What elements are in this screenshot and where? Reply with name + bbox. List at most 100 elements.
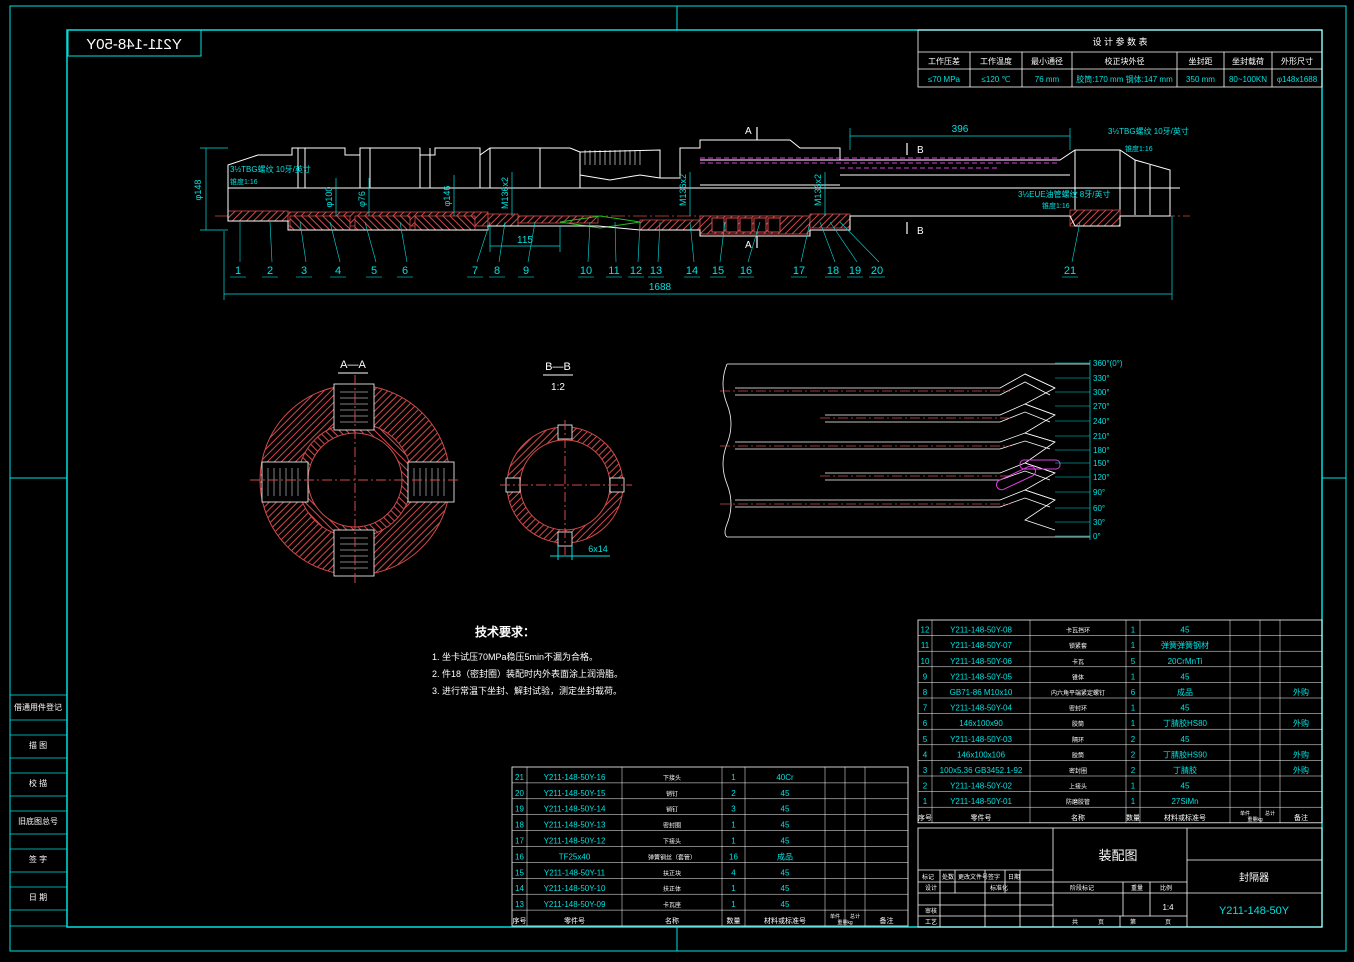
tech-req-title: 技术要求： (475, 624, 535, 639)
track-angle-label: 30° (1093, 518, 1105, 527)
tech-req-3: 3. 进行常温下坐封、解封试验，测定坐封载荷。 (432, 685, 622, 696)
bom-header-cell: 重量kg (837, 919, 853, 926)
bom-cell: 5 (923, 735, 928, 744)
bom-header-cell: 名称 (1071, 813, 1085, 822)
balloon-label: 3 (301, 265, 307, 277)
balloon-label: 2 (267, 265, 273, 277)
bom-cell: 45 (1181, 626, 1190, 635)
bom-cell: Y211-148-50Y-13 (544, 821, 606, 830)
bom-cell: Y211-148-50Y-15 (544, 789, 606, 798)
bom-cell: 45 (781, 821, 790, 830)
bom-cell: 2 (731, 789, 736, 798)
bom-cell: 1 (1131, 704, 1136, 713)
bom-cell: 锁紧套 (1069, 642, 1087, 650)
tb-stage: 阶段标记 (1070, 884, 1094, 892)
bom-cell: 45 (1181, 704, 1190, 713)
bom-cell: Y211-148-50Y-14 (544, 805, 606, 814)
side-old-number: 旧底图总号 (18, 816, 58, 826)
track-angle-label: 0° (1093, 532, 1101, 541)
bom-cell: 丁腈胶 (1173, 765, 1197, 775)
bom-cell: 3 (923, 766, 928, 775)
bom-cell: 27SiMn (1171, 797, 1198, 806)
bom-cell: 1 (1131, 641, 1136, 650)
track-angle-label: 60° (1093, 504, 1105, 513)
bom-cell: 丁腈胶HS80 (1163, 718, 1208, 728)
bom-cell: 密封圈 (663, 822, 681, 830)
bom-header-cell: 零件号 (564, 916, 585, 925)
thread-mid-taper: 锥度1:16 (1042, 201, 1070, 210)
tech-requirements: 技术要求： 1. 坐卡试压70MPa稳压5min不漏为合格。 2. 件18（密封… (432, 624, 623, 696)
tb-ratio: 比例 (1160, 884, 1172, 892)
bom-cell: 隔环 (1072, 736, 1084, 744)
design-param-header: 校正块外径 (1105, 56, 1145, 66)
tb-mark: 标记 (922, 873, 934, 881)
dim-total: 1688 (649, 282, 672, 293)
balloon-label: 21 (1064, 265, 1076, 277)
balloon-label: 17 (793, 265, 805, 277)
bom-cell: 1 (731, 900, 736, 909)
section-b-bottom: B (917, 226, 924, 237)
bom-cell: Y211-148-50Y-01 (950, 797, 1012, 806)
bom-cell: 外购 (1293, 749, 1309, 759)
balloon-label: 12 (630, 265, 642, 277)
thread-mid-note: 3½EUE油管螺纹 8牙/英寸 (1018, 189, 1110, 199)
balloon-leader (747, 221, 761, 263)
balloon-leader (614, 221, 617, 263)
balloon-leader (329, 221, 341, 263)
bom-cell: 14 (515, 884, 524, 893)
track-angle-label: 270° (1093, 402, 1110, 411)
track-angle-labels: 360°(0°)330°300°270°240°210°180°150°120°… (1055, 359, 1123, 541)
bom-cell: 18 (515, 821, 524, 830)
balloon-label: 19 (849, 265, 861, 277)
balloon-label: 16 (740, 265, 752, 277)
bom-cell: 扶正块 (663, 869, 681, 877)
bom-header-cell: 总计 (850, 913, 860, 920)
bom-cell: 6 (1131, 688, 1136, 697)
track-angle-label: 330° (1093, 374, 1110, 383)
balloon-leader (364, 221, 377, 263)
bom-cell: 45 (781, 900, 790, 909)
bom-cell: 7 (923, 704, 928, 713)
bom-cell: 45 (781, 837, 790, 846)
bom-cell: 2 (1131, 766, 1136, 775)
bom-cell: 40Cr (776, 773, 794, 782)
bom-cell: 卡瓦挡环 (1066, 627, 1090, 635)
thread-right-taper: 锥度1:16 (1125, 144, 1153, 153)
balloon-leader (399, 221, 408, 263)
balloon-leader (839, 221, 880, 263)
balloon-label: 4 (335, 265, 341, 277)
bom-header-cell: 单件 (830, 913, 840, 920)
design-param-value: 胶筒:170 mm 钢体:147 mm (1076, 74, 1173, 84)
bom-cell: 45 (781, 884, 790, 893)
design-param-value: φ148x1688 (1277, 75, 1318, 84)
balloon-leader (299, 221, 307, 263)
bom-header-cell: 名称 (665, 916, 679, 925)
bom-cell: 16 (515, 852, 524, 861)
bom-cell: 1 (1131, 782, 1136, 791)
side-date: 日 期 (29, 893, 47, 902)
balloon-label: 1 (235, 265, 241, 277)
side-check: 校 描 (29, 778, 47, 788)
bom-cell: 扶正体 (663, 885, 681, 893)
bom-cell: 销钉 (666, 806, 678, 814)
bom-cell: 100x5.36 GB3452.1-92 (940, 766, 1023, 775)
bom-cell: 丁腈胶HS90 (1163, 749, 1208, 759)
track-angle-label: 240° (1093, 417, 1110, 426)
section-a-bottom: A (745, 240, 752, 251)
bom-cell: 成品 (777, 851, 793, 861)
tb-pages: 页 (1098, 919, 1104, 926)
bom-cell: 内六角平端紧定螺钉 (1051, 689, 1105, 697)
dim-id146: φ146 (442, 186, 452, 207)
bom-cell: GB71-86 M10x10 (950, 688, 1013, 697)
bom-cell: Y211-148-50Y-10 (544, 884, 606, 893)
bom-header-cell: 备注 (1294, 813, 1308, 822)
bom-cell: 20CrMnTi (1168, 657, 1203, 666)
bom-cell: 1 (923, 797, 928, 806)
bom-cell: 1 (731, 821, 736, 830)
bom-cell: 13 (515, 900, 524, 909)
bom-cell: 胶筒 (1072, 720, 1084, 728)
balloon-leader (587, 221, 591, 263)
